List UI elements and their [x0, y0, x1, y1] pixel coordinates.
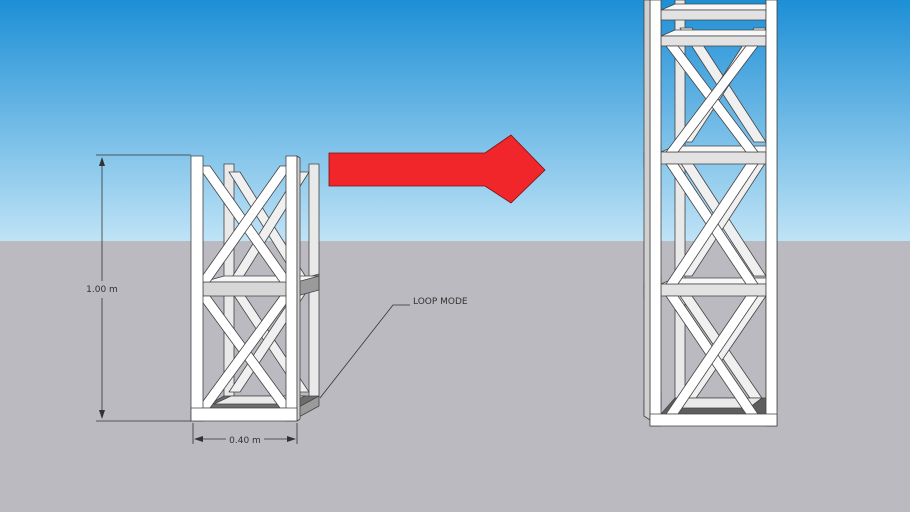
leader-line: [319, 304, 410, 399]
leader-label: LOOP MODE: [413, 297, 468, 307]
arrow-right-icon: [328, 134, 546, 204]
truss-segment-single: [190, 155, 320, 422]
truss-tower-looped: [643, 0, 778, 427]
width-dimension-label: 0.40 m: [229, 436, 261, 446]
height-dimension: [96, 154, 191, 422]
width-dimension: [192, 423, 298, 444]
height-dimension-label: 1.00 m: [86, 285, 118, 295]
